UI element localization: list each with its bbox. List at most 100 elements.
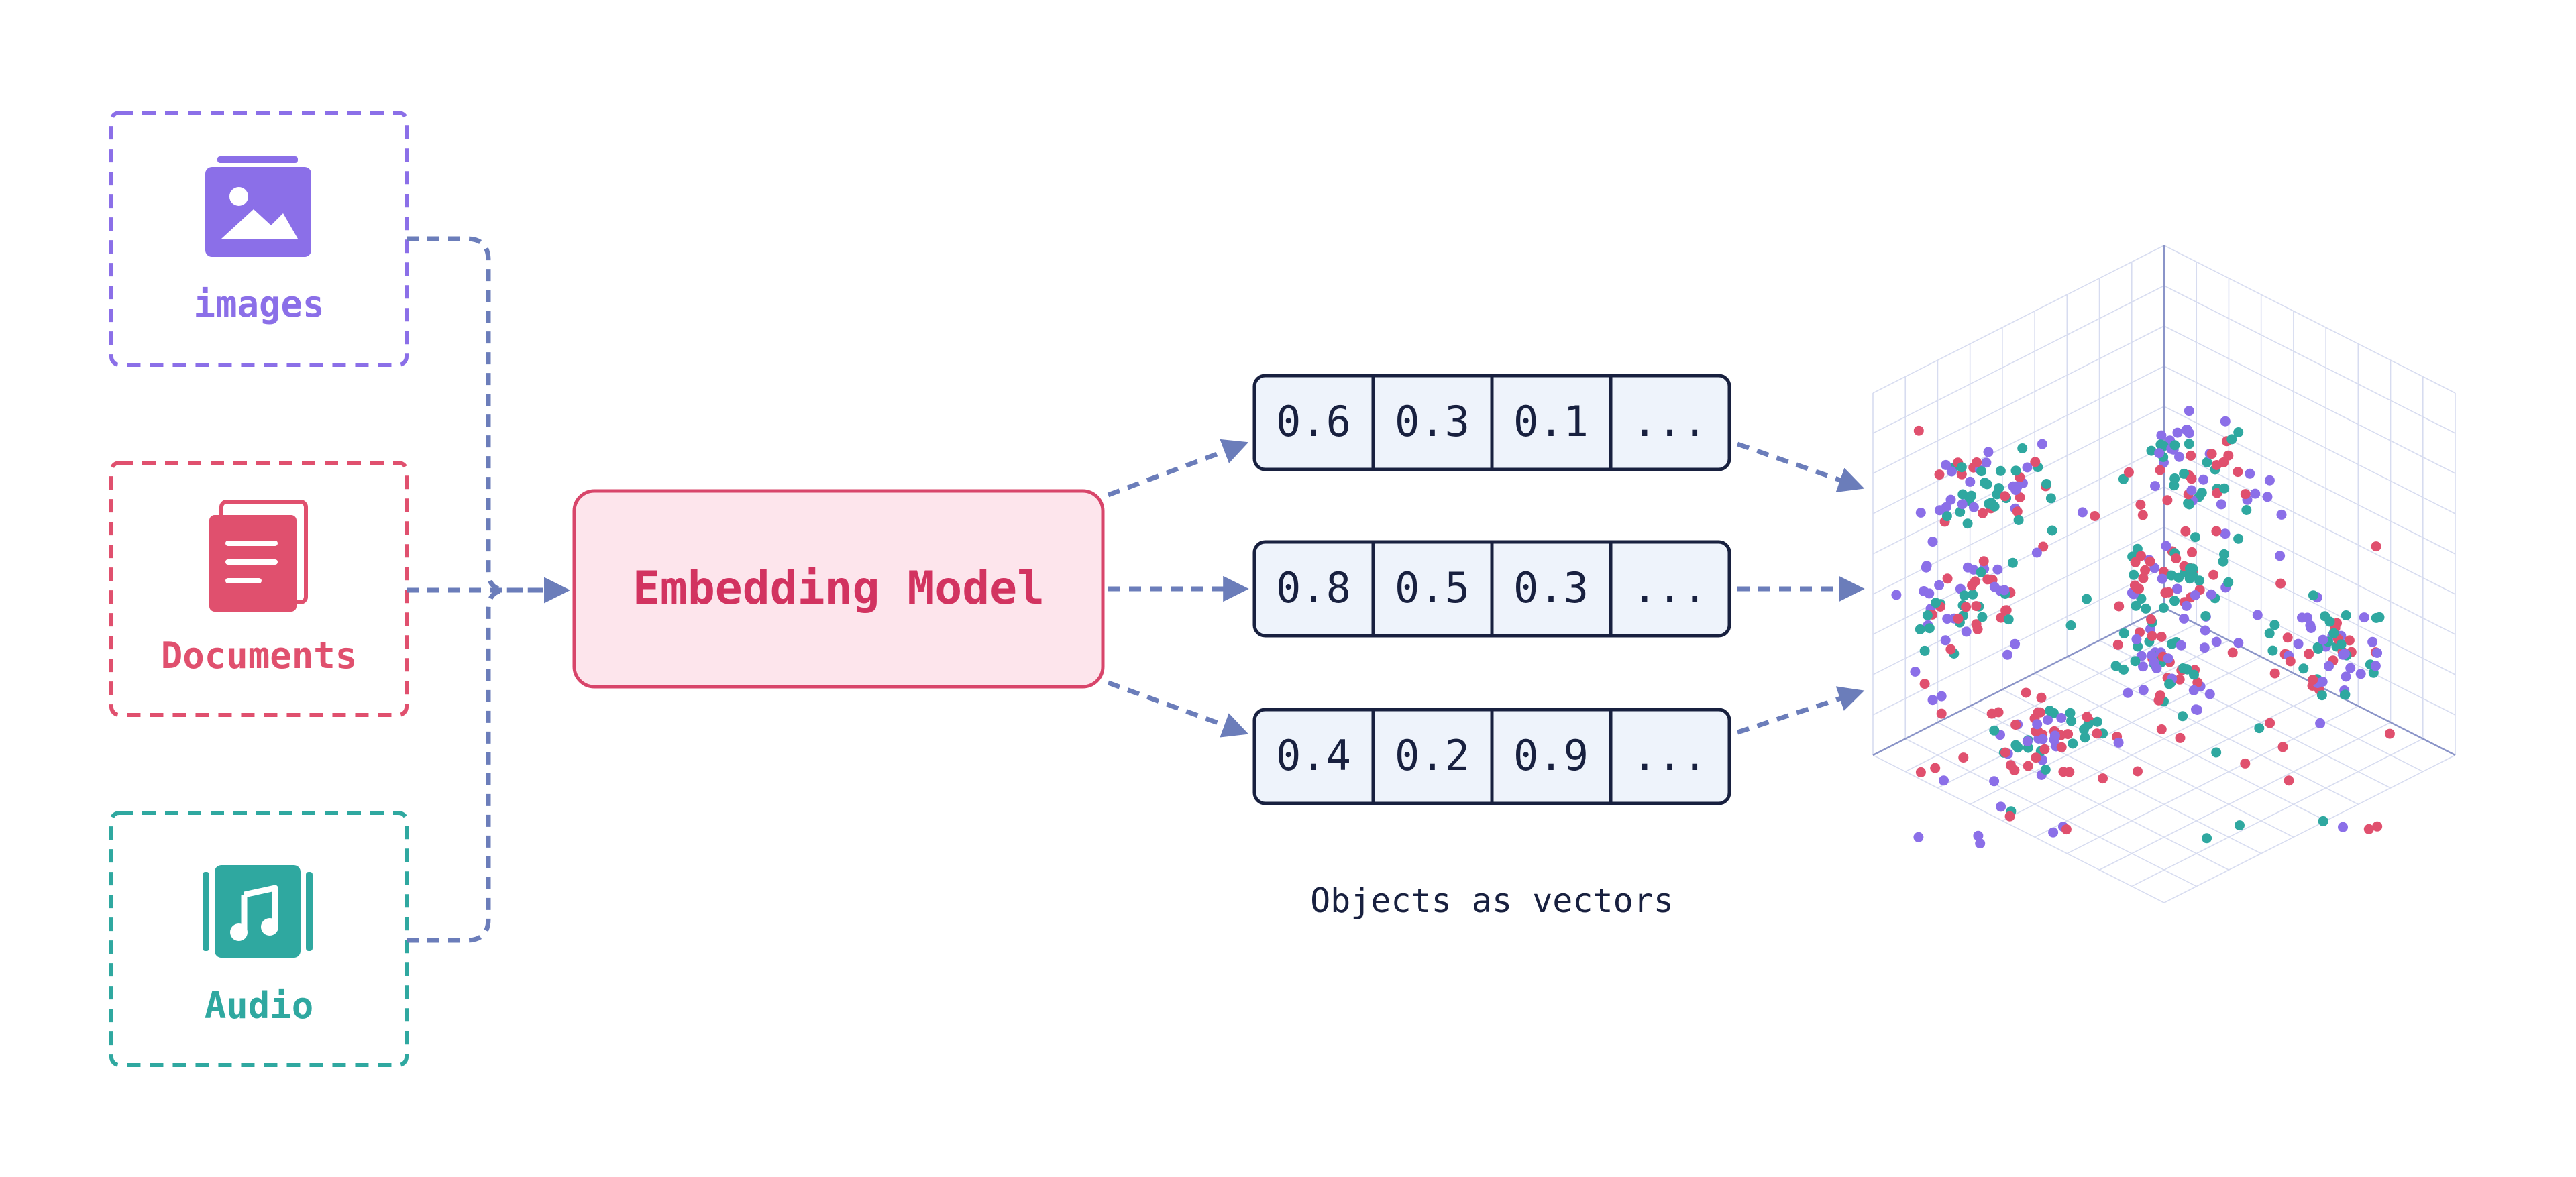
embedding-point bbox=[2056, 742, 2067, 752]
embedding-point bbox=[2298, 663, 2309, 674]
embedding-point bbox=[2163, 587, 2174, 598]
embedding-point bbox=[1945, 494, 1956, 505]
embedding-point bbox=[2036, 692, 2047, 703]
embedding-point bbox=[2371, 541, 2381, 552]
embedding-point bbox=[2240, 758, 2251, 769]
embedding-point bbox=[2367, 636, 2378, 647]
embedding-point bbox=[2302, 612, 2313, 623]
grid-line bbox=[2163, 325, 2456, 474]
embedding-point bbox=[2022, 462, 2033, 473]
embedding-point bbox=[2179, 468, 2190, 479]
embedding-point bbox=[2202, 457, 2212, 467]
embedding-point bbox=[2005, 760, 2016, 771]
embedding-point bbox=[2098, 773, 2108, 784]
input-images: images bbox=[109, 111, 409, 367]
embedding-point bbox=[2241, 505, 2252, 515]
embedding-point bbox=[2158, 602, 2169, 613]
embedding-point bbox=[2275, 578, 2286, 589]
grid-line bbox=[2163, 285, 2456, 434]
embedding-point bbox=[2001, 605, 2012, 616]
embedding-point bbox=[2003, 614, 2014, 625]
embedding-point bbox=[2090, 511, 2100, 521]
embedding-point bbox=[2284, 775, 2294, 786]
embedding-point bbox=[2065, 620, 2076, 630]
embedding-point bbox=[2169, 440, 2180, 451]
embedding-point bbox=[2176, 640, 2186, 651]
embedding-point bbox=[1975, 838, 1986, 849]
embedding-point bbox=[1962, 562, 1973, 573]
embedding-point bbox=[2233, 467, 2243, 478]
embedding-point bbox=[1989, 776, 2000, 787]
embedding-point bbox=[2068, 738, 2078, 749]
grid-line bbox=[1872, 245, 2165, 394]
vector-cell: 0.8 bbox=[1276, 563, 1351, 612]
embedding-point bbox=[1995, 465, 2006, 476]
embedding-point bbox=[2328, 628, 2339, 638]
embedding-point bbox=[2037, 734, 2048, 744]
vector-cell: 0.9 bbox=[1513, 731, 1589, 780]
embedding-point bbox=[2123, 467, 2134, 478]
embedding-point bbox=[2171, 553, 2182, 564]
embedding-point bbox=[2206, 449, 2217, 459]
embedding-point bbox=[2318, 634, 2328, 645]
grid-line bbox=[1970, 656, 2262, 805]
embedding-point bbox=[2131, 634, 2142, 644]
grid-line bbox=[2066, 656, 2359, 805]
embedding-point bbox=[1957, 489, 1968, 500]
embedding-point bbox=[2339, 649, 2350, 659]
embedding-point bbox=[2174, 451, 2184, 462]
embedding-point bbox=[2130, 656, 2141, 667]
embedding-point bbox=[2252, 610, 2263, 620]
embedding-point bbox=[2118, 628, 2129, 638]
embedding-point bbox=[2198, 474, 2209, 485]
embedding-point bbox=[2048, 827, 2059, 838]
vector-cell: ... bbox=[1632, 563, 1707, 612]
embedding-point bbox=[2138, 573, 2149, 583]
embedding-point bbox=[2172, 427, 2183, 438]
embedding-point bbox=[1934, 505, 1945, 516]
embedding-point bbox=[2030, 457, 2041, 467]
audio-connector bbox=[407, 577, 570, 943]
embedding-point bbox=[2262, 492, 2273, 502]
embedding-point bbox=[2267, 645, 2278, 656]
embedding-point bbox=[2204, 689, 2215, 699]
embedding-point bbox=[1942, 614, 1953, 624]
vector-row-2: 0.8 0.5 0.3 ... bbox=[1252, 540, 1731, 638]
embedding-point bbox=[2135, 500, 2146, 510]
embedding-point bbox=[1915, 767, 1926, 777]
vector-cell: ... bbox=[1632, 731, 1707, 780]
embedding-point bbox=[1940, 635, 1951, 646]
embedding-point bbox=[2147, 650, 2157, 661]
embedding-point bbox=[1981, 457, 1992, 468]
embedding-point bbox=[2146, 445, 2157, 456]
embedding-point bbox=[2092, 716, 2102, 727]
embedding-point bbox=[1986, 708, 1997, 719]
embedding-point bbox=[2315, 718, 2326, 728]
images-frame bbox=[109, 111, 409, 367]
embedding-point bbox=[1973, 830, 1984, 841]
embedding-point bbox=[2162, 495, 2173, 506]
embedding-point bbox=[2169, 596, 2180, 606]
documents-frame bbox=[109, 461, 409, 717]
embedding-point bbox=[2233, 427, 2244, 437]
embedding-point bbox=[2023, 761, 2033, 771]
embedding-point bbox=[2077, 507, 2088, 518]
embedding-point bbox=[2324, 616, 2335, 627]
embedding-point bbox=[1976, 567, 1986, 577]
embedding-point bbox=[1939, 775, 1949, 786]
embedding-point bbox=[2200, 625, 2210, 636]
embedding-point bbox=[2245, 468, 2255, 479]
embedding-point bbox=[2181, 600, 2192, 611]
grid-line bbox=[2131, 738, 2424, 887]
audio-frame bbox=[109, 811, 409, 1067]
embedding-point bbox=[2187, 547, 2197, 557]
embedding-point bbox=[2047, 525, 2057, 536]
embedding-point bbox=[2188, 685, 2199, 695]
embedding-point bbox=[2219, 483, 2230, 494]
grid-line bbox=[2066, 705, 2359, 854]
grid-line bbox=[2163, 366, 2456, 514]
embedding-point bbox=[2032, 719, 2043, 730]
embedding-point bbox=[2010, 740, 2021, 750]
embedding-point bbox=[2372, 648, 2383, 658]
embedding-point bbox=[2265, 718, 2275, 728]
